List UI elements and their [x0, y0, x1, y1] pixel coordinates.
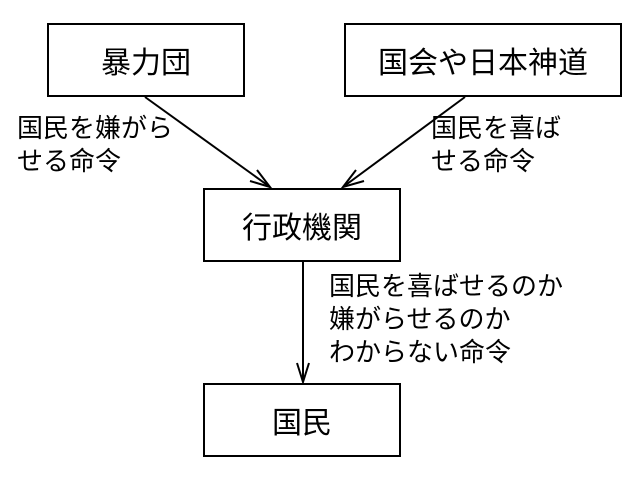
- edge-kokkai-to-gyosei: [340, 96, 466, 189]
- edge-label-line: 国民を喜ば: [431, 114, 562, 144]
- edge-label-kokkai-to-gyosei: 国民を喜ば せる命令: [431, 113, 561, 179]
- node-kokkai-shinto-label: 国会や日本神道: [378, 46, 588, 81]
- edge-label-boryokudan-to-gyosei: 国民を嫌がら せる命令: [17, 113, 173, 179]
- edge-label-line: 国民を嫌がら: [17, 114, 174, 144]
- node-kokkai-shinto: 国会や日本神道: [344, 23, 622, 97]
- node-boryokudan: 暴力団: [47, 23, 245, 97]
- edge-label-line: 国民を喜ばせるのか: [329, 272, 564, 302]
- node-gyosei-kikan-label: 行政機関: [242, 211, 362, 246]
- edge-label-line: わからない命令: [329, 338, 512, 368]
- node-boryokudan-label: 暴力団: [101, 46, 191, 81]
- edge-boryokudan-to-gyosei: [144, 96, 273, 189]
- edge-label-line: せる命令: [431, 147, 536, 177]
- edge-label-line: せる命令: [17, 147, 122, 177]
- node-kokumin: 国民: [203, 383, 401, 457]
- edge-gyosei-to-kokumin: [296, 262, 310, 386]
- edge-label-gyosei-to-kokumin: 国民を喜ばせるのか 嫌がらせるのか わからない命令: [329, 271, 563, 370]
- edge-label-line: 嫌がらせるのか: [329, 305, 511, 335]
- node-kokumin-label: 国民: [272, 406, 332, 441]
- node-gyosei-kikan: 行政機関: [203, 188, 401, 262]
